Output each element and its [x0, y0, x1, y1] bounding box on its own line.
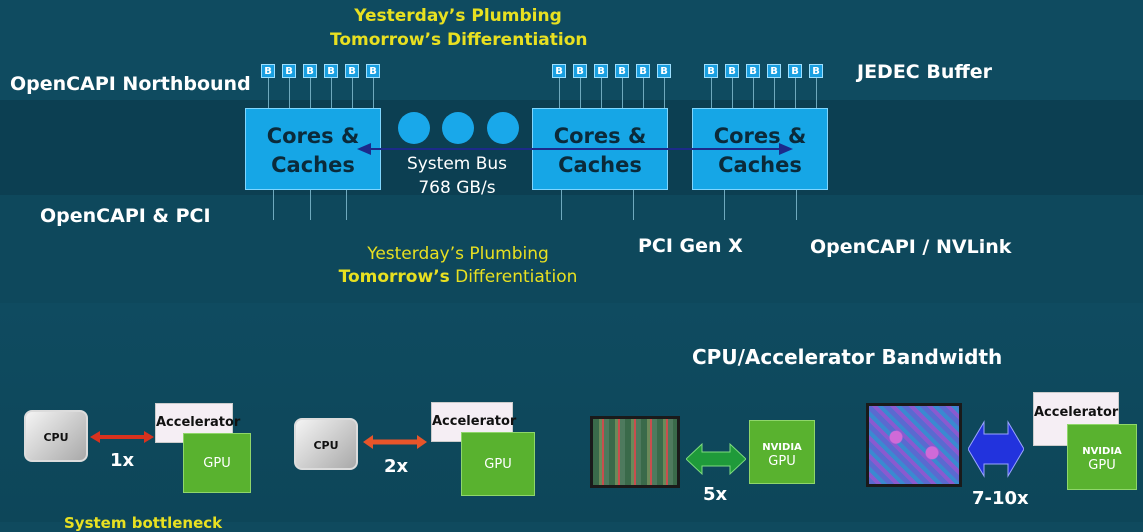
label-opencapi-pci: OpenCAPI & PCI: [40, 205, 211, 227]
bandwidth-title: CPU/Accelerator Bandwidth: [692, 345, 1003, 369]
buffer-chip: B: [573, 64, 587, 78]
buffer-chip: B: [303, 64, 317, 78]
buffer-chip: B: [725, 64, 739, 78]
nvidia-logo-text: NVIDIA: [1082, 446, 1122, 457]
buffer-connector: [622, 78, 623, 108]
buffer-chip: B: [746, 64, 760, 78]
multiplier-2x: 2x: [384, 456, 409, 477]
buffer-connector: [664, 78, 665, 108]
buffer-chip: B: [324, 64, 338, 78]
label-opencapi-nvlink: OpenCAPI / NVLink: [810, 236, 1012, 258]
buffer-connector: [774, 78, 775, 108]
io-connector: [796, 190, 797, 220]
buffer-connector: [643, 78, 644, 108]
buffer-connector: [580, 78, 581, 108]
label-jedec-buffer: JEDEC Buffer: [857, 61, 993, 83]
buffer-connector: [289, 78, 290, 108]
red-arrow: [90, 431, 154, 443]
cores-line2: Caches: [718, 153, 802, 177]
buffer-chip: B: [552, 64, 566, 78]
accelerator-box-1: Accelerator: [155, 403, 240, 443]
buffer-chip: B: [636, 64, 650, 78]
system-bus-bandwidth: 768 GB/s: [418, 178, 496, 198]
blue-arrow: [968, 420, 1024, 478]
top-caption-line2: Tomorrow’s Differentiation: [330, 30, 588, 50]
buffer-chip: B: [366, 64, 380, 78]
multiplier-7-10x: 7-10x: [972, 488, 1029, 509]
nvidia-gpu-box-1: NVIDIA GPU: [749, 420, 815, 484]
system-bus-label: System Bus: [406, 154, 508, 174]
cores-line1: Cores &: [713, 124, 807, 148]
buffer-connector: [795, 78, 796, 108]
multiplier-5x: 5x: [703, 484, 728, 505]
buffer-connector: [373, 78, 374, 108]
processor-die-image: [590, 416, 680, 488]
buffer-connector: [732, 78, 733, 108]
buffer-chip: B: [767, 64, 781, 78]
io-connector: [724, 190, 725, 220]
orange-arrow: [363, 435, 427, 449]
band-top: [0, 0, 1143, 100]
gpu-label: GPU: [768, 454, 796, 469]
buffer-connector: [352, 78, 353, 108]
buffer-chip: B: [615, 64, 629, 78]
buffer-chip: B: [261, 64, 275, 78]
accelerator-die-image: [866, 403, 962, 487]
buffer-chip: B: [704, 64, 718, 78]
io-connector: [310, 190, 311, 220]
buffer-connector: [816, 78, 817, 108]
buffer-connector: [711, 78, 712, 108]
buffer-chip: B: [809, 64, 823, 78]
gpu-box-1: GPU: [183, 433, 251, 493]
buffer-connector: [601, 78, 602, 108]
buffer-connector: [559, 78, 560, 108]
nvidia-logo-text: NVIDIA: [762, 442, 802, 453]
cores-line2: Caches: [271, 153, 355, 177]
top-caption-line1: Yesterday’s Plumbing: [354, 6, 562, 26]
buffer-connector: [310, 78, 311, 108]
ellipsis-dot-2: [442, 112, 474, 144]
io-connector: [561, 190, 562, 220]
system-bus-arrow: [357, 143, 793, 155]
buffer-chip: B: [657, 64, 671, 78]
cores-line2: Caches: [558, 153, 642, 177]
ellipsis-dot-1: [398, 112, 430, 144]
green-arrow: [686, 442, 746, 476]
bottom-caption-bold: Tomorrow’s: [338, 267, 450, 287]
buffer-chip: B: [345, 64, 359, 78]
buffer-connector: [753, 78, 754, 108]
buffer-connector: [331, 78, 332, 108]
bottom-caption-line2: Tomorrow’s Differentiation: [330, 267, 586, 287]
cores-line1: Cores &: [266, 124, 360, 148]
cpu-chip-2: CPU: [294, 418, 358, 470]
gpu-label: GPU: [1088, 458, 1116, 473]
buffer-chip: B: [282, 64, 296, 78]
cores-line1: Cores &: [553, 124, 647, 148]
gpu-box-2: GPU: [461, 432, 535, 496]
ellipsis-dot-3: [487, 112, 519, 144]
label-pci-gen-x: PCI Gen X: [638, 235, 743, 257]
bottom-caption-rest: Differentiation: [449, 267, 578, 287]
io-connector: [633, 190, 634, 220]
buffer-chip: B: [594, 64, 608, 78]
buffer-chip: B: [788, 64, 802, 78]
nvidia-gpu-box-2: NVIDIA GPU: [1067, 424, 1137, 490]
buffer-connector: [268, 78, 269, 108]
footnote-system-bottleneck: System bottleneck: [64, 514, 223, 532]
cpu-chip-1: CPU: [24, 410, 88, 462]
band-lower: [0, 195, 1143, 303]
multiplier-1x: 1x: [110, 450, 135, 471]
io-connector: [273, 190, 274, 220]
label-opencapi-northbound: OpenCAPI Northbound: [10, 73, 251, 95]
bottom-caption-line1: Yesterday’s Plumbing: [367, 244, 549, 264]
io-connector: [346, 190, 347, 220]
